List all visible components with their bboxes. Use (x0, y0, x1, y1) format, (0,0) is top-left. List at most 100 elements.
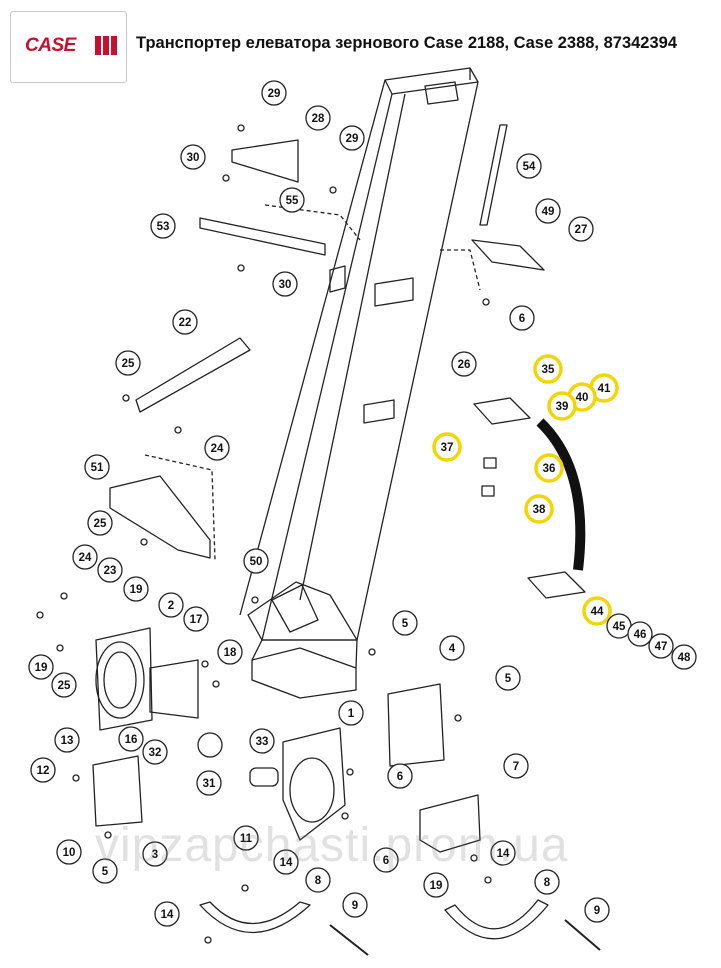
callout-8: 8 (305, 867, 331, 893)
callout-30: 30 (272, 271, 298, 297)
callout-44: 44 (582, 596, 612, 626)
callout-label: 36 (543, 463, 556, 475)
callout-label: 41 (598, 383, 611, 395)
callout-label: 40 (576, 392, 589, 404)
callout-circle (28, 654, 54, 680)
callout-circle (342, 892, 368, 918)
callout-circle (582, 596, 612, 626)
callout-label: 14 (161, 909, 174, 921)
callout-39: 39 (547, 391, 577, 421)
callout-48: 48 (671, 644, 697, 670)
part-51-dashed-frame (144, 454, 216, 561)
callout-circle (627, 621, 653, 647)
callout-circle (495, 665, 521, 691)
callout-label: 5 (102, 866, 109, 878)
callout-label: 53 (157, 221, 170, 233)
brand-logo: CASE (10, 11, 127, 83)
callout-28: 28 (305, 105, 331, 131)
callout-label: 25 (58, 680, 71, 692)
callout-circle (534, 453, 564, 483)
callout-circle (56, 839, 82, 865)
callout-circle (451, 351, 477, 377)
callout-label: 8 (315, 875, 322, 887)
part-36-clip (483, 457, 497, 469)
part-8-trough-left (199, 901, 311, 934)
callout-37: 37 (432, 432, 462, 462)
callout-18: 18 (217, 639, 243, 665)
part-53-strip (199, 217, 326, 256)
callout-label: 55 (286, 195, 299, 207)
callout-5: 5 (392, 610, 418, 636)
part-39-plate (473, 397, 531, 425)
callout-label: 19 (130, 584, 143, 596)
callout-26: 26 (451, 351, 477, 377)
callout-circle (524, 494, 554, 524)
callout-4: 4 (439, 635, 465, 661)
callout-circle (279, 187, 305, 213)
callout-label: 38 (533, 504, 546, 516)
callout-circle (584, 897, 610, 923)
callout-label: 27 (575, 224, 588, 236)
callout-19: 19 (123, 576, 149, 602)
part-2-housing (95, 627, 153, 731)
callout-circle (339, 125, 365, 151)
part-4-cover (387, 683, 445, 767)
part-27-plate (471, 239, 545, 271)
part-51-shelf (109, 475, 211, 559)
callout-circle (503, 753, 529, 779)
callout-29: 29 (339, 125, 365, 151)
callout-circle (516, 153, 542, 179)
callout-label: 35 (542, 364, 555, 376)
callout-label: 29 (268, 88, 281, 100)
callout-label: 14 (497, 848, 510, 860)
callout-24: 24 (204, 435, 230, 461)
callout-circle (217, 639, 243, 665)
parts-drawing (36, 67, 601, 956)
callout-label: 24 (211, 443, 224, 455)
elevator-tube (239, 67, 479, 699)
callout-54: 54 (516, 153, 542, 179)
callout-13: 13 (54, 727, 80, 753)
part-44-plate (527, 571, 586, 599)
callout-46: 46 (627, 621, 653, 647)
callout-label: 6 (383, 855, 389, 867)
brand-logo-bars (95, 36, 117, 55)
callout-label: 23 (104, 565, 117, 577)
part-7-bracket (419, 794, 481, 853)
brand-logo-text: CASE (25, 35, 76, 56)
callout-label: 25 (94, 518, 107, 530)
callout-circle (51, 672, 77, 698)
callout-label: 10 (63, 847, 76, 859)
callout-label: 17 (190, 614, 203, 626)
callout-label: 2 (168, 600, 174, 612)
callout-36: 36 (534, 453, 564, 483)
callout-22: 22 (172, 309, 198, 335)
callout-circle (423, 872, 449, 898)
part-28-bracket (231, 139, 299, 183)
callout-circle (272, 271, 298, 297)
part-32-sprocket (197, 732, 223, 758)
callout-circle (54, 727, 80, 753)
callout-circle (196, 770, 222, 796)
callout-label: 44 (591, 606, 604, 618)
callout-circle (373, 847, 399, 873)
callout-circle (305, 867, 331, 893)
part-54-strip (479, 124, 508, 226)
callout-label: 7 (513, 761, 519, 773)
callout-27: 27 (568, 216, 594, 242)
callout-47: 47 (648, 633, 674, 659)
callout-circle (233, 825, 259, 851)
callout-7: 7 (503, 753, 529, 779)
callout-25: 25 (51, 672, 77, 698)
callout-circle (30, 757, 56, 783)
part-3-plate (92, 755, 143, 827)
callout-14: 14 (273, 849, 299, 875)
callout-31: 31 (196, 770, 222, 796)
callout-label: 49 (542, 206, 555, 218)
callout-label: 25 (122, 358, 135, 370)
assembly-arrow (536, 418, 586, 571)
callout-label: 8 (544, 877, 551, 889)
callout-label: 9 (352, 900, 358, 912)
callout-label: 28 (312, 113, 325, 125)
callout-circle (648, 633, 674, 659)
